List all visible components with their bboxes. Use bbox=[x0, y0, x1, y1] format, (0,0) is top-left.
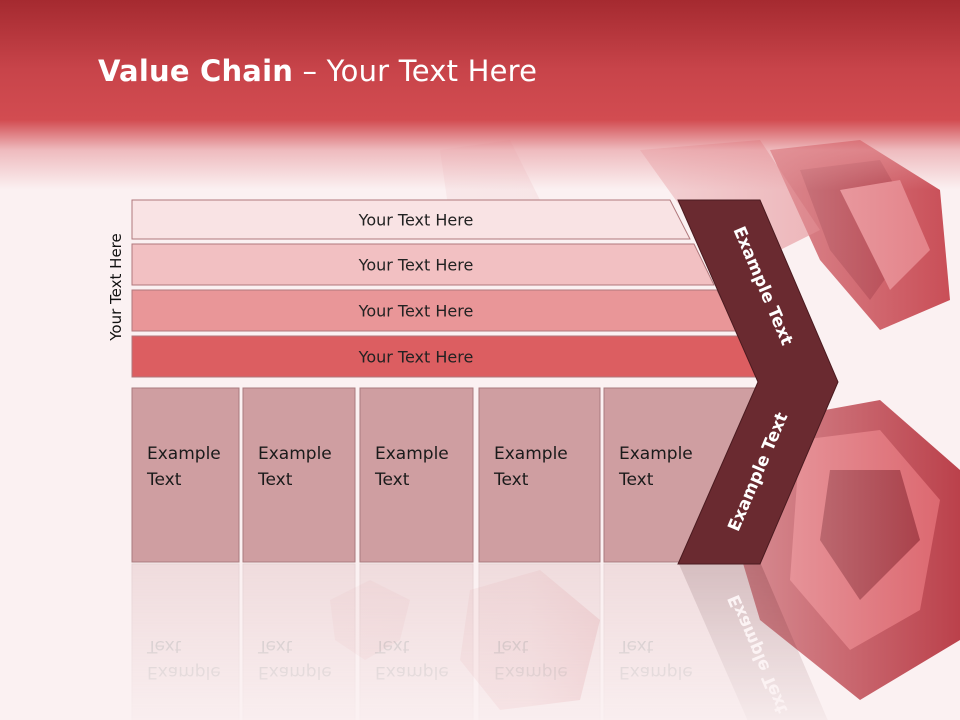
activity-box-label: Example bbox=[375, 444, 449, 464]
svg-text:Example: Example bbox=[619, 662, 693, 682]
activity-box-shape bbox=[359, 387, 474, 563]
activity-box-label: Text bbox=[618, 470, 654, 490]
svg-text:Text: Text bbox=[493, 636, 529, 656]
value-row: Your Text Here bbox=[131, 289, 738, 332]
value-row-bar bbox=[131, 199, 691, 240]
svg-text:Text: Text bbox=[146, 636, 182, 656]
activity-box-label: Text bbox=[374, 470, 410, 490]
svg-text:Text: Text bbox=[374, 636, 410, 656]
chevron-shape bbox=[677, 199, 839, 565]
activity-box-label: Text bbox=[493, 470, 529, 490]
activity-box-label: Text bbox=[146, 470, 182, 490]
activity-box-label: Example bbox=[619, 444, 693, 464]
activity-box-label: Example bbox=[147, 444, 221, 464]
value-row-label: Your Text Here bbox=[358, 256, 474, 275]
value-row: Your Text Here bbox=[131, 199, 691, 240]
activity-box-label: Text bbox=[257, 470, 293, 490]
svg-text:Example: Example bbox=[258, 662, 332, 682]
value-row: Your Text Here bbox=[131, 243, 715, 286]
activity-box-label: Example bbox=[258, 444, 332, 464]
svg-text:Text: Text bbox=[618, 636, 654, 656]
svg-text:Text: Text bbox=[257, 636, 293, 656]
svg-text:Example: Example bbox=[494, 662, 568, 682]
value-row-label: Your Text Here bbox=[358, 348, 474, 367]
header-band bbox=[0, 0, 960, 190]
activity-box-shape bbox=[242, 387, 356, 563]
value-row-label: Your Text Here bbox=[358, 302, 474, 321]
value-row-bar bbox=[131, 243, 715, 286]
activity-box-shape bbox=[478, 387, 601, 563]
value-row-label: Your Text Here bbox=[358, 211, 474, 230]
page-title: Value Chain – Your Text Here bbox=[98, 54, 538, 88]
activity-box-shape bbox=[131, 387, 240, 563]
svg-text:Example: Example bbox=[375, 662, 449, 682]
value-row: Your Text Here bbox=[131, 335, 763, 378]
activity-box-label: Example bbox=[494, 444, 568, 464]
svg-text:Example: Example bbox=[147, 662, 221, 682]
